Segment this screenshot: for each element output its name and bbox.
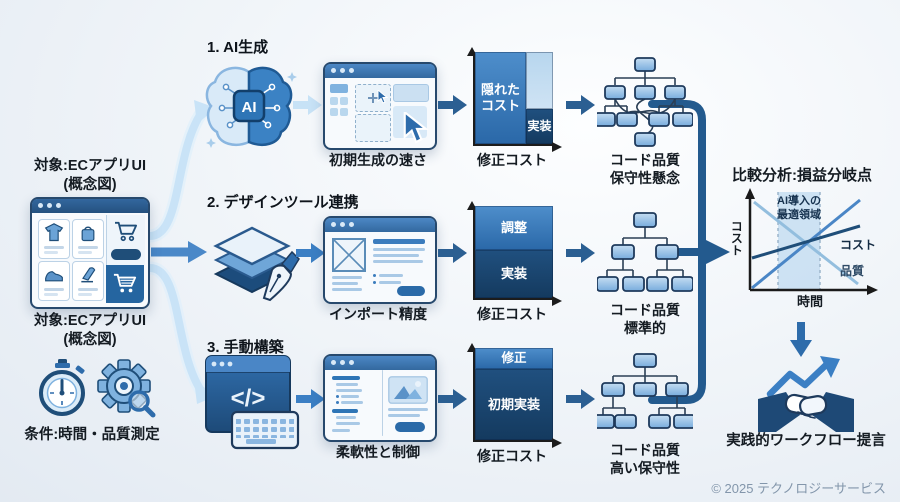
product-card <box>72 219 104 259</box>
arrow-right-icon <box>566 243 595 263</box>
ai-chip-label: AI <box>242 99 257 116</box>
image-placeholder-icon <box>332 238 366 272</box>
arrow-right-icon <box>293 95 322 115</box>
cart-filled-icon <box>113 273 137 293</box>
cost-bar-chart: 修正 初期実装 <box>459 340 567 450</box>
window-dots-icon <box>331 222 354 227</box>
mock-titlebar <box>325 64 435 78</box>
dashed-placeholder <box>355 114 391 142</box>
chair-icon <box>81 267 96 283</box>
code-tree-structured <box>597 353 693 429</box>
plus-icon <box>368 93 378 103</box>
mock-titlebar <box>325 218 435 232</box>
tree-caption: コード品質 標準的 <box>610 302 680 336</box>
mock-titlebar <box>325 356 435 370</box>
bar-segment: 修正 <box>475 348 553 369</box>
ai-brain-icon: AI <box>205 66 293 146</box>
cursor-icon <box>377 90 389 104</box>
target-caption: 対象:ECアプリUI (概念図) <box>34 313 146 348</box>
mock-caption: 柔軟性と制御 <box>336 444 420 460</box>
bar-segment: 調整 <box>475 206 553 250</box>
bar-caption: 修正コスト <box>477 152 547 168</box>
product-card <box>38 219 70 259</box>
condition-label: 条件:時間・品質測定 <box>24 427 160 443</box>
design-layers-pen-icon <box>213 226 300 302</box>
y-axis-label: コスト <box>729 220 744 256</box>
bar-segment: 初期実装 <box>475 369 553 440</box>
arrow-right-icon <box>438 389 467 409</box>
bag-icon <box>81 226 95 242</box>
cost-bar-chart: 調整 実装 <box>459 198 567 308</box>
cart-panel <box>106 215 145 265</box>
cart-outline-icon <box>115 221 137 242</box>
wireframe-mockup <box>323 216 437 304</box>
analysis-title: 比較分析:損益分岐点 <box>732 167 872 184</box>
arrow-right-icon <box>438 243 467 263</box>
arrow-right-icon <box>566 95 595 115</box>
target-title: 対象:ECアプリUI (概念図) <box>34 158 146 193</box>
code-tree-messy <box>597 57 693 147</box>
product-card <box>72 261 104 301</box>
tree-caption: コード品質 高い保守性 <box>610 442 680 476</box>
row3-title: 3. 手動構築 <box>207 339 284 356</box>
arrow-right-icon <box>566 389 595 409</box>
bar-segment <box>526 52 553 109</box>
button-shape <box>397 286 425 296</box>
mock-caption: 初期生成の速さ <box>329 152 427 168</box>
band-label: AI導入の 最適領域 <box>777 195 821 222</box>
cursor-icon <box>403 112 429 144</box>
gear-magnifier-icon <box>97 359 156 418</box>
row2-title: 2. デザインツール連携 <box>207 194 359 211</box>
image-card-icon <box>388 376 428 404</box>
window-dots-icon <box>331 360 354 365</box>
arrow-right-icon <box>438 95 467 115</box>
bar-caption: 修正コスト <box>477 306 547 322</box>
button-shape <box>395 422 425 432</box>
code-glyph: </> <box>231 385 266 412</box>
cost-line-label: コスト <box>840 238 877 252</box>
copyright-text: © 2025 テクノロジーサービス <box>711 481 886 496</box>
product-card <box>38 261 70 301</box>
bar-segment: 実装 <box>475 250 553 298</box>
tshirt-icon <box>44 223 64 242</box>
cost-bar-chart: 隠れた コスト 実装 <box>459 44 567 154</box>
mock-caption: インポート精度 <box>329 306 427 322</box>
ai-output-mockup <box>323 62 437 150</box>
ec-app-mockup <box>30 197 150 309</box>
buy-button-shape <box>111 249 141 260</box>
tree-caption: コード品質 保守性懸念 <box>610 152 680 186</box>
breakeven-chart-plot <box>745 188 878 295</box>
bar-segment: 実装 <box>526 109 553 144</box>
quality-line-label: 品質 <box>840 264 865 278</box>
outcome-label: 実践的ワークフロー提言 <box>726 433 886 449</box>
bar-segment: 隠れた コスト <box>475 52 526 144</box>
x-axis-label: 時間 <box>796 294 823 309</box>
shoe-icon <box>45 271 63 282</box>
code-preview-mockup <box>323 354 437 442</box>
mock-titlebar <box>32 199 148 213</box>
code-tree-clean <box>597 212 693 292</box>
code-editor-keyboard-icon: </> <box>205 355 300 450</box>
cart-highlight-panel <box>106 265 144 303</box>
window-dots-icon <box>331 68 354 73</box>
arrow-right-icon <box>296 389 325 409</box>
row1-title: 1. AI生成 <box>207 39 269 56</box>
window-dots-icon <box>38 203 61 208</box>
handshake-growth-icon <box>758 356 854 432</box>
arrow-right-icon <box>296 243 325 263</box>
bar-caption: 修正コスト <box>477 448 547 464</box>
breakeven-chart: コスト AI導入の 最適領域 コスト 品質 時間 <box>728 188 888 314</box>
stopwatch-icon <box>39 359 85 416</box>
